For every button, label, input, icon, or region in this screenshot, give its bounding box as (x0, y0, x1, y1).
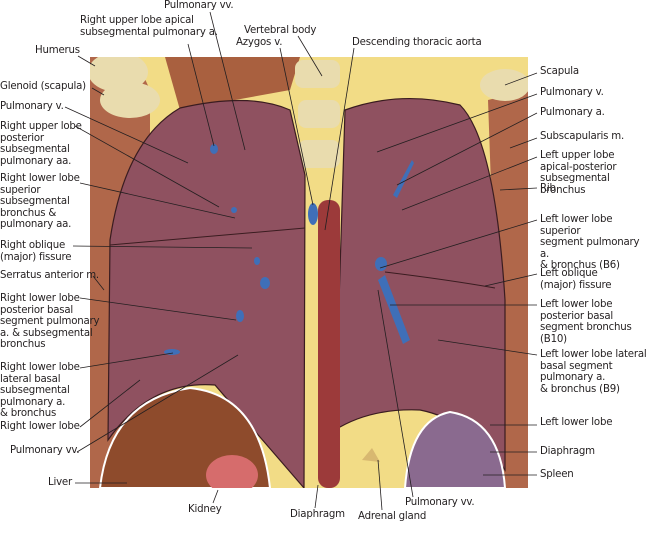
label-kidney: Kidney (188, 504, 222, 515)
upper-muscle (165, 57, 300, 110)
label-lll: Left lower lobe (540, 417, 613, 428)
label-right-oblique: Right oblique (major) fissure (0, 240, 72, 263)
label-glenoid: Glenoid (scapula) (0, 81, 86, 92)
spleen (403, 410, 507, 488)
azygos-vein (308, 203, 318, 225)
kidney (206, 455, 258, 488)
label-pulmonary-vv-top: Pulmonary vv. (164, 0, 234, 11)
label-pulmonary-a-right: Pulmonary a. (540, 107, 605, 118)
label-lll-superior: Left lower lobe superior segment pulmona… (540, 214, 640, 272)
label-scapula: Scapula (540, 66, 579, 77)
right-oblique-fissure (109, 227, 306, 246)
left-lung (334, 97, 506, 472)
label-adrenal: Adrenal gland (358, 511, 427, 522)
label-rll-superior: Right lower lobe superior subsegmental b… (0, 173, 80, 231)
label-azygos: Azygos v. (236, 37, 283, 48)
label-rll: Right lower lobe (0, 421, 80, 432)
label-descending-aorta: Descending thoracic aorta (352, 37, 482, 48)
right-lung (107, 99, 306, 488)
descending-aorta (318, 200, 340, 488)
label-lll-post-basal: Left lower lobe posterior basal segment … (540, 299, 632, 345)
glenoid-bone (100, 82, 160, 118)
vertebra (295, 60, 340, 88)
vertebra (298, 100, 340, 128)
adrenal-gland (362, 448, 380, 462)
label-rll-lat-basal: Right lower lobe lateral basal subsegmen… (0, 362, 80, 420)
label-serratus: Serratus anterior m. (0, 270, 99, 281)
label-pulmonary-v-left: Pulmonary v. (0, 101, 64, 112)
bronchi (164, 144, 414, 355)
vertebra (298, 140, 340, 168)
label-spleen: Spleen (540, 469, 574, 480)
label-rul-apical: Right upper lobe apical subsegmental pul… (80, 15, 218, 38)
label-liver: Liver (48, 477, 72, 488)
label-rib: Rib (540, 183, 556, 194)
label-pulmonary-v-right: Pulmonary v. (540, 87, 604, 98)
label-left-oblique: Left oblique (major) fissure (540, 268, 612, 291)
label-vertebral-body: Vertebral body (244, 25, 317, 36)
label-diaphragm-bottom: Diaphragm (290, 509, 345, 520)
scapula-bone (480, 69, 528, 101)
label-lul-apical-posterior: Left upper lobe apical-posterior subsegm… (540, 150, 617, 196)
label-humerus: Humerus (35, 45, 80, 56)
label-pulmonary-vv-bottom: Pulmonary vv. (405, 497, 475, 508)
leader-lines (64, 11, 538, 511)
label-rul-posterior: Right upper lobe posterior subsegmental … (0, 121, 82, 167)
label-rll-post-basal: Right lower lobe posterior basal segment… (0, 293, 100, 351)
label-subscapularis: Subscapularis m. (540, 131, 625, 142)
label-pulmonary-vv-left: Pulmonary vv. (10, 445, 80, 456)
label-diaphragm-right: Diaphragm (540, 446, 595, 457)
label-lll-lat-basal: Left lower lobe lateral basal segment pu… (540, 349, 647, 395)
